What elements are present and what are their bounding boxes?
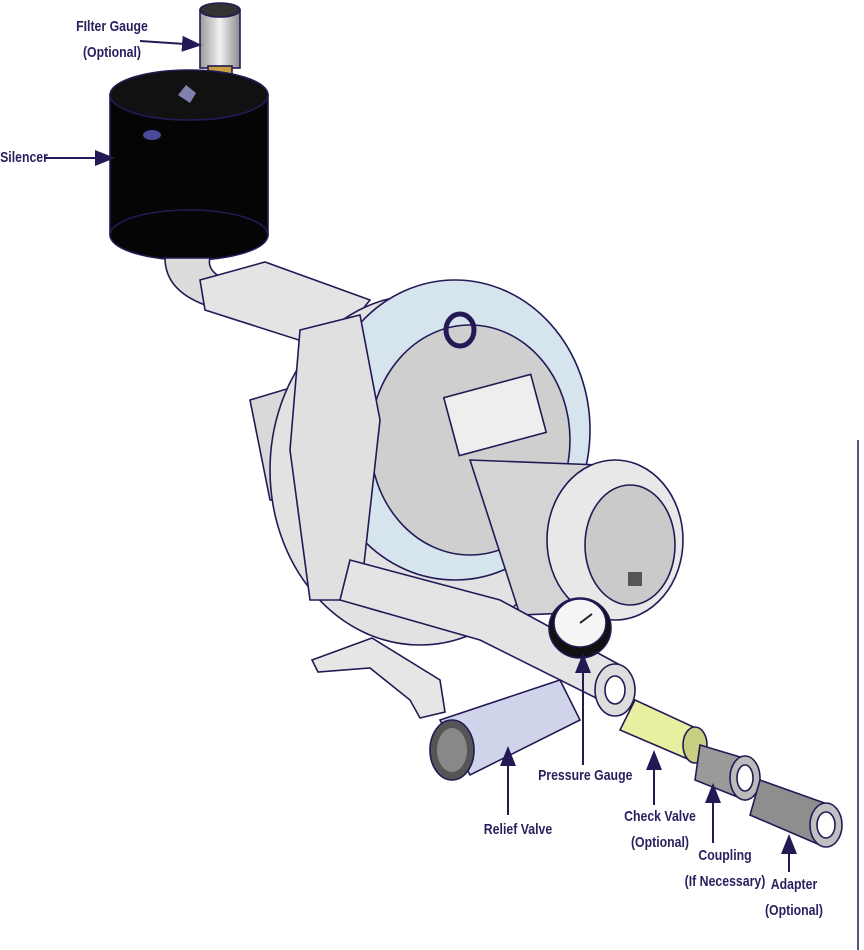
label-line: Check Valve: [624, 808, 696, 825]
leader-arrows: [45, 35, 797, 872]
motor: [468, 459, 684, 621]
label-line: (Optional): [82, 44, 142, 61]
relief-valve: [429, 679, 582, 781]
label-line: (Optional): [630, 834, 690, 851]
check-valve: [618, 698, 708, 764]
coupling-label: Coupling (If Necessary): [680, 843, 770, 895]
outlet-pipe: [339, 559, 636, 717]
label-line: FIlter Gauge: [76, 18, 148, 35]
label-line: (If Necessary): [684, 873, 766, 890]
label-line: Pressure Gauge: [538, 767, 633, 784]
filter-gauge: [199, 2, 241, 77]
label-line: (Optional): [764, 902, 824, 919]
label-line: Adapter: [770, 876, 818, 893]
relief-valve-label: Relief Valve: [477, 817, 559, 843]
pressure-gauge-label: Pressure Gauge: [538, 763, 633, 789]
pressure-gauge: [548, 597, 612, 659]
silencer-label: Silencer: [0, 145, 50, 171]
adapter: [749, 778, 843, 848]
silencer: [109, 69, 269, 261]
label-line: Relief Valve: [483, 821, 553, 838]
base-plate: [310, 637, 446, 719]
check-valve-label: Check Valve (Optional): [619, 804, 701, 856]
coupling: [694, 743, 761, 802]
label-line: Coupling: [698, 847, 752, 864]
adapter-label: Adapter (Optional): [753, 872, 835, 924]
label-line: Silencer: [0, 149, 48, 166]
filter-gauge-label: FIlter Gauge (Optional): [71, 14, 153, 66]
